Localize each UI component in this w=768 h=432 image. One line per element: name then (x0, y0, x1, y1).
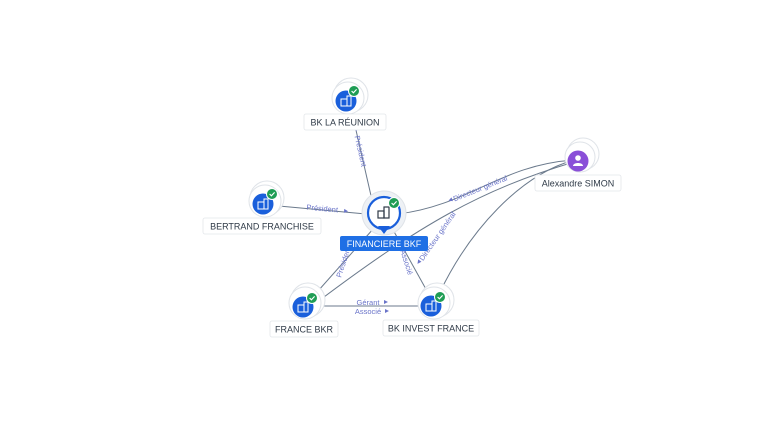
building-icon (377, 206, 390, 219)
check-icon (266, 188, 278, 200)
check-icon (388, 197, 400, 209)
node-financiere-bkf[interactable]: FINANCIERE BKF (340, 190, 428, 251)
edge-simon-francebkr (319, 161, 575, 301)
edge-arrow-icon (385, 309, 389, 313)
building-icon (297, 301, 309, 313)
node-label: BK INVEST FRANCE (388, 324, 474, 334)
node-bk-invest-france[interactable]: BK INVEST FRANCE (382, 282, 480, 337)
edge-label-bkr-bkinvest-2: Associé (355, 307, 381, 316)
person-icon (573, 155, 583, 166)
edge-arrow-icon (448, 197, 453, 202)
node-label: BERTRAND FRANCHISE (210, 222, 314, 232)
check-icon (306, 292, 318, 304)
check-icon (434, 291, 446, 303)
building-icon (425, 300, 437, 312)
edge-arrow-icon (343, 208, 349, 213)
building-icon (257, 198, 269, 210)
node-bk-la-reunion[interactable]: BK LA RÉUNION (303, 77, 387, 131)
check-icon (348, 85, 360, 97)
edge-label-bertrand: Président (306, 203, 339, 215)
node-alexandre-simon[interactable]: Alexandre SIMON (534, 137, 622, 192)
edge-label-bkinvest: Associé (398, 248, 415, 276)
node-label: BK LA RÉUNION (310, 118, 379, 128)
edge-bertrand-center (267, 204, 367, 215)
node-label: FINANCIERE BKF (347, 239, 422, 249)
node-france-bkr[interactable]: FRANCE BKR (269, 282, 339, 338)
edge-label-bkr-bkinvest-1: Gérant (357, 298, 381, 307)
edge-simon-center (397, 159, 575, 215)
building-icon (340, 95, 352, 107)
edge-arrow-icon (417, 259, 422, 264)
node-label: Alexandre SIMON (542, 179, 615, 189)
edge-simon-bkinvest (439, 159, 575, 293)
edge-label-reunion: Président (353, 135, 369, 169)
node-bertrand-franchise[interactable]: BERTRAND FRANCHISE (202, 180, 322, 235)
node-label: FRANCE BKR (275, 325, 334, 335)
edge-arrow-icon (384, 300, 388, 304)
